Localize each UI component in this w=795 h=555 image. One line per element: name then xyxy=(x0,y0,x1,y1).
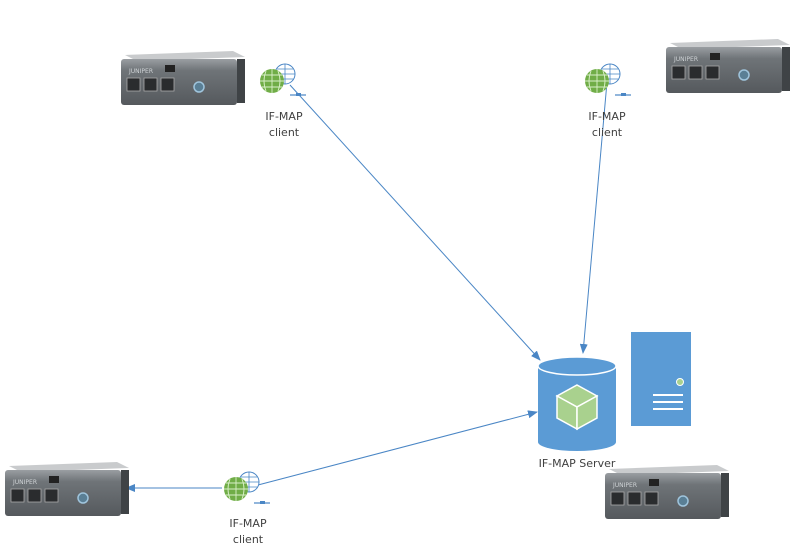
network-appliance-icon xyxy=(665,38,791,94)
client-label: IF-MAP client xyxy=(254,109,314,141)
device-brand-label: JUNIPER xyxy=(612,482,637,489)
globe-network-icon xyxy=(259,63,307,97)
arrow-client3-to-server xyxy=(257,410,538,486)
server-label: IF-MAP Server xyxy=(538,457,616,470)
network-appliance-icon xyxy=(4,461,130,517)
globe-network-icon xyxy=(223,471,271,505)
globe-network-icon xyxy=(584,63,632,97)
tower-server-icon xyxy=(631,332,691,426)
device-brand-label: JUNIPER xyxy=(128,68,153,75)
client-label-line2: client xyxy=(232,533,264,546)
device-brand-label: JUNIPER xyxy=(673,56,698,63)
device-brand-label: JUNIPER xyxy=(12,479,37,486)
network-appliance-icon xyxy=(604,464,730,520)
network-appliance-icon xyxy=(120,50,246,106)
client-label-line2: client xyxy=(268,126,300,139)
database-cube-icon xyxy=(537,356,617,451)
client-label-line1: IF-MAP xyxy=(229,517,267,530)
client-label-line1: IF-MAP xyxy=(588,110,626,123)
client-label-line1: IF-MAP xyxy=(265,110,303,123)
client-label: IF-MAP client xyxy=(577,109,637,141)
client-label-line2: client xyxy=(591,126,623,139)
arrow-client2-to-server xyxy=(579,81,608,354)
arrow-client1-to-server xyxy=(289,84,541,361)
client-label: IF-MAP client xyxy=(218,516,278,548)
